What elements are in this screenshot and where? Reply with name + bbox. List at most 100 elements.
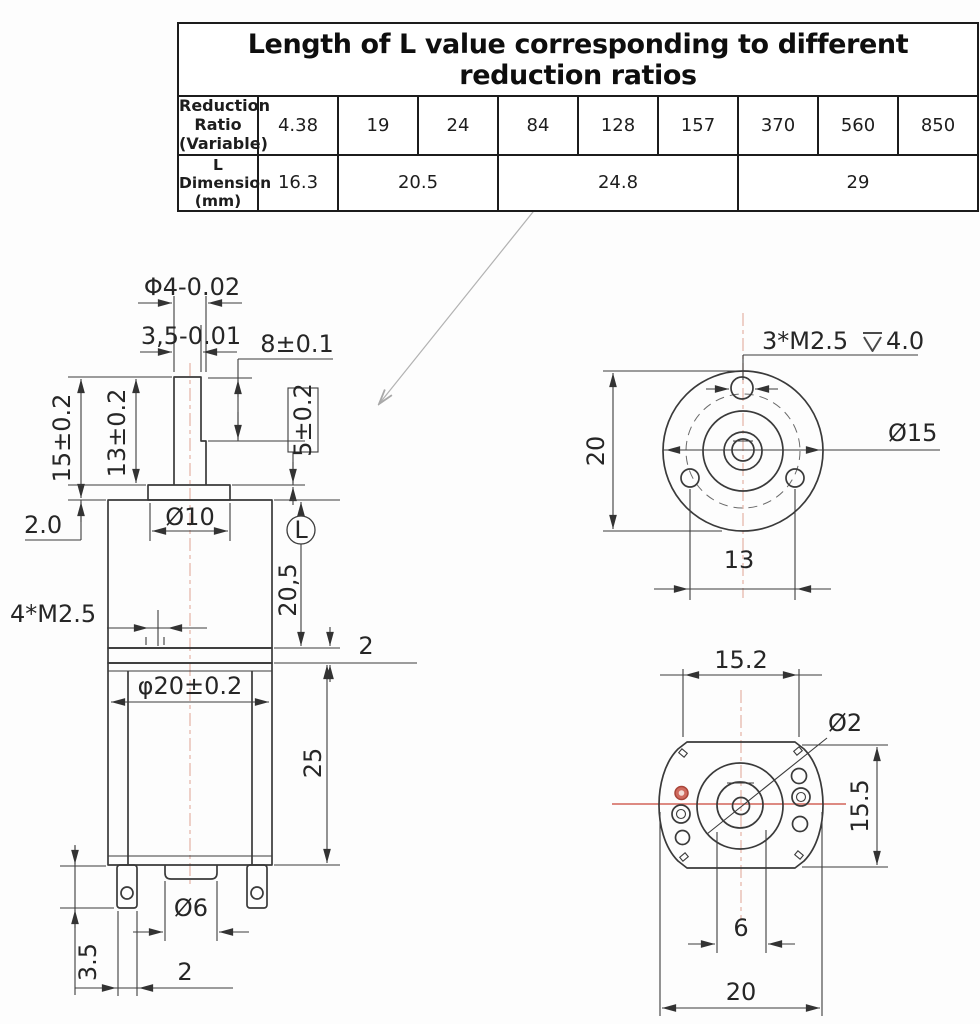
motor-can — [107, 662, 273, 866]
label-body-height: 15.5 — [846, 779, 874, 832]
ratio-cell: 4.38 — [257, 95, 339, 156]
dim-terminal-width: 2 — [75, 911, 233, 996]
l-value-cell: 24.8 — [497, 153, 739, 212]
dim-flat-width: 15.2 — [660, 646, 822, 737]
terminal-left — [116, 864, 138, 909]
l-dimension-row: L Dimension (mm) 16.3 20.5 24.8 29 — [177, 153, 979, 212]
side-view: Φ4-0.02 3,5-0.01 8±0.1 5±0.2 — [10, 273, 417, 996]
back-hole-left-mid — [671, 804, 691, 824]
dim-bearing-boss: Ø10 — [149, 503, 231, 541]
dim-hub-diameter: Ø15 — [663, 419, 940, 454]
label-front-height: 20 — [582, 436, 610, 467]
label-hub-width: 6 — [733, 914, 748, 942]
label-shaft-diameter: Φ4-0.02 — [144, 273, 240, 301]
back-hole-right-top — [790, 767, 808, 785]
dim-shaft-height-upper: 13±0.2 — [68, 379, 146, 486]
back-hole-left-low — [674, 829, 691, 846]
terminal-right — [246, 864, 268, 909]
table-title: Length of L value corresponding to diffe… — [177, 22, 979, 97]
corner-notch — [792, 746, 804, 756]
label-band-thickness: 2 — [358, 632, 373, 660]
label-shaft-flat: 3,5-0.01 — [141, 322, 241, 350]
label-shaft-hole: Ø2 — [828, 709, 862, 737]
note-front-screws: 3*M2.5 4.0 — [706, 327, 924, 393]
label-hub-diameter: Ø15 — [888, 419, 937, 447]
ratio-cell: 560 — [817, 95, 899, 156]
dim-flat-length: 8±0.1 — [208, 330, 334, 442]
ratio-cell: 84 — [497, 95, 579, 156]
dim-step-height: 5±0.2 — [232, 383, 319, 505]
label-back-width: 20 — [726, 978, 757, 1006]
ratio-row-label: Reduction Ratio (Variable) — [177, 95, 271, 156]
front-screw-hole-right — [785, 468, 805, 488]
reduction-ratio-table: Length of L value corresponding to diffe… — [177, 22, 979, 212]
dim-rear-boss: Ø6 — [133, 881, 249, 941]
dim-back-width: 20 — [659, 812, 823, 1016]
l-value-cell: 16.3 — [257, 153, 339, 212]
dim-shaft-flat: 3,5-0.01 — [140, 322, 241, 372]
back-hole-right-low — [791, 815, 809, 833]
l-row-label: L Dimension (mm) — [177, 153, 272, 212]
front-boss-circle — [723, 431, 763, 471]
label-side-screws: 4*M2.5 — [10, 600, 96, 628]
ratio-cell: 850 — [897, 95, 979, 156]
ratio-cell: 157 — [657, 95, 739, 156]
dim-shaft-height-total: 15±0.2 — [48, 376, 172, 501]
label-terminal-length: 3.5 — [74, 943, 102, 981]
dim-body-diameter: φ20±0.2 — [111, 672, 269, 706]
terminal-left-hole — [120, 886, 134, 900]
l-value-cell: 20.5 — [337, 153, 499, 212]
ratio-cell: 128 — [577, 95, 659, 156]
back-view: Ø2 15.2 15.5 6 — [612, 646, 888, 1016]
ratio-row: Reduction Ratio (Variable) 4.38 19 24 84… — [177, 95, 979, 156]
dim-front-height: 20 — [582, 370, 736, 532]
back-hub-circle — [716, 781, 764, 829]
label-gearbox-length: 20,5 — [274, 563, 302, 616]
red-marked-hole-center — [678, 790, 685, 796]
dim-shaft-hole: Ø2 — [706, 709, 862, 835]
label-screw-depth: 4.0 — [886, 327, 924, 355]
dim-gearbox-length: L 20,5 — [274, 499, 340, 649]
dim-body-height: 15.5 — [802, 744, 888, 868]
shaft-collar — [147, 484, 231, 501]
back-shaft-hole — [731, 796, 751, 816]
dim-terminal-length: 3.5 — [60, 845, 114, 995]
l-symbol-circle — [286, 515, 316, 545]
motor-shaft — [173, 376, 207, 485]
front-screw-hole-top — [730, 376, 754, 400]
bolt-circle — [685, 393, 801, 509]
l-value-cell: 29 — [737, 153, 979, 212]
label-step-height: 5±0.2 — [289, 383, 317, 457]
dim-band-thickness: 2 — [274, 627, 417, 682]
label-flat-width: 15.2 — [714, 646, 767, 674]
ratio-cell: 370 — [737, 95, 819, 156]
rear-boss — [164, 865, 218, 880]
front-view: 3*M2.5 4.0 20 Ø15 1 — [582, 313, 940, 600]
dim-hub-width: 6 — [688, 830, 795, 953]
label-shaft-height-upper: 13±0.2 — [103, 389, 131, 478]
corner-notch — [677, 748, 689, 758]
ratio-cell: 19 — [337, 95, 419, 156]
dim-collar-thickness: 2.0 — [24, 500, 85, 541]
back-hole-right-mid — [791, 787, 811, 807]
label-bearing-boss: Ø10 — [165, 503, 214, 531]
ratio-cell: 24 — [417, 95, 499, 156]
label-hole-spacing: 13 — [724, 546, 755, 574]
label-l-symbol: L — [294, 516, 308, 544]
depth-symbol-icon — [863, 332, 882, 352]
back-body-outline — [658, 741, 824, 869]
label-shaft-height-total: 15±0.2 — [48, 394, 76, 483]
terminal-right-hole — [250, 886, 264, 900]
front-hub-circle — [702, 410, 784, 492]
label-rear-boss: Ø6 — [174, 894, 208, 922]
note-side-screws: 4*M2.5 — [10, 600, 207, 646]
label-front-screws: 3*M2.5 — [762, 327, 848, 355]
front-screw-hole-left — [680, 468, 700, 488]
ratio-label-line1: Reduction Ratio — [179, 96, 271, 134]
label-collar-thickness: 2.0 — [24, 511, 62, 539]
label-body-diameter: φ20±0.2 — [138, 672, 243, 700]
table-leader-arrow — [379, 196, 546, 404]
dim-motor-length: 25 — [274, 665, 340, 866]
